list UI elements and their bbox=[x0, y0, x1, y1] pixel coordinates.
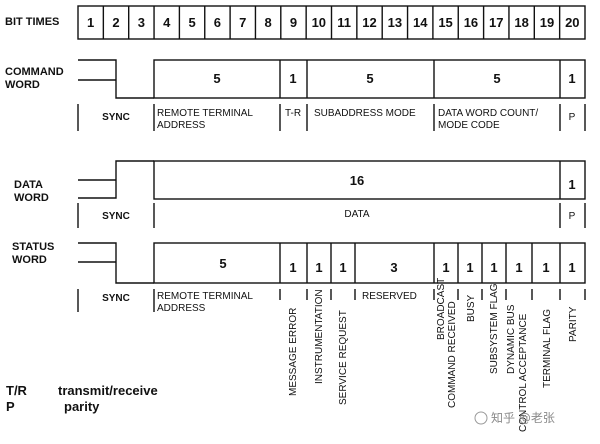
bit-number: 4 bbox=[163, 15, 171, 30]
command-tr-label: T-R bbox=[285, 108, 301, 119]
data-parity-label: P bbox=[569, 211, 576, 222]
status-dynamic-bus-label-line2: CONTROL ACCEPTANCE bbox=[518, 313, 529, 432]
status-parity-bits: 1 bbox=[568, 260, 575, 275]
status-sr-bits: 1 bbox=[339, 260, 346, 275]
bit-number: 15 bbox=[438, 15, 452, 30]
status-reserved-label: RESERVED bbox=[362, 291, 417, 302]
bit-number: 16 bbox=[464, 15, 478, 30]
status-sync-label: SYNC bbox=[102, 293, 130, 304]
legend-p-abbr: P bbox=[6, 399, 15, 414]
bit-number: 14 bbox=[413, 15, 428, 30]
status-bcr-bits: 1 bbox=[442, 260, 449, 275]
data-sync-waveform bbox=[78, 160, 154, 199]
bit-number: 13 bbox=[388, 15, 402, 30]
bit-number: 2 bbox=[112, 15, 119, 30]
status-message-error-label: MESSAGE ERROR bbox=[288, 308, 299, 396]
status-tf-bits: 1 bbox=[542, 260, 549, 275]
bit-number: 6 bbox=[214, 15, 221, 30]
bit-number: 18 bbox=[514, 15, 528, 30]
command-subaddress-bits: 5 bbox=[366, 71, 373, 86]
command-word-label-line1: COMMAND bbox=[5, 66, 64, 78]
command-tr-bits: 1 bbox=[289, 71, 296, 86]
data-bits: 16 bbox=[350, 173, 364, 188]
bit-number: 20 bbox=[565, 15, 579, 30]
status-word-label-line2: WORD bbox=[12, 254, 47, 266]
data-word-frame bbox=[153, 160, 586, 200]
command-count-label-line1: DATA WORD COUNT/ bbox=[438, 108, 538, 119]
legend-tr-text: transmit/receive bbox=[58, 383, 158, 398]
data-field-brackets bbox=[77, 203, 586, 228]
status-sync-waveform bbox=[78, 242, 154, 284]
command-rt-label-line1: REMOTE TERMINAL bbox=[157, 108, 253, 119]
status-reserved-bits: 3 bbox=[390, 260, 397, 275]
status-rt-label-line2: ADDRESS bbox=[157, 303, 206, 314]
bit-number: 7 bbox=[239, 15, 246, 30]
status-dynamic-bus-label-line1: DYNAMIC BUS bbox=[506, 304, 517, 374]
data-sync-label: SYNC bbox=[102, 211, 130, 222]
bit-number: 9 bbox=[290, 15, 297, 30]
data-label: DATA bbox=[344, 209, 370, 220]
command-rt-label-line2: ADDRESS bbox=[157, 120, 206, 131]
command-count-label-line2: MODE CODE bbox=[438, 120, 500, 131]
status-service-request-label: SERVICE REQUEST bbox=[338, 310, 349, 405]
status-word-frame bbox=[153, 242, 586, 284]
status-subsystem-flag-label: SUBSYSTEM FLAG bbox=[489, 283, 500, 374]
status-instrumentation-label: INSTRUMENTATION bbox=[314, 289, 325, 384]
command-parity-label: P bbox=[569, 112, 576, 123]
watermark-logo-icon bbox=[474, 411, 488, 425]
bit-number: 1 bbox=[87, 15, 94, 30]
bit-number: 17 bbox=[489, 15, 503, 30]
status-terminal-flag-label: TERMINAL FLAG bbox=[542, 309, 553, 388]
command-sync-waveform bbox=[78, 59, 154, 99]
status-busy-label: BUSY bbox=[466, 294, 477, 322]
bit-number: 19 bbox=[540, 15, 554, 30]
status-word-label-line1: STATUS bbox=[12, 241, 54, 253]
command-sync-label: SYNC bbox=[102, 112, 130, 123]
command-count-bits: 5 bbox=[493, 71, 500, 86]
legend-p-text: parity bbox=[64, 399, 100, 414]
bit-number: 10 bbox=[312, 15, 326, 30]
status-ssf-bits: 1 bbox=[490, 260, 497, 275]
status-rt-bits: 5 bbox=[219, 256, 226, 271]
status-busy-bits: 1 bbox=[466, 260, 473, 275]
command-parity-bits: 1 bbox=[568, 71, 575, 86]
command-word-label-line2: WORD bbox=[5, 79, 40, 91]
status-dbca-bits: 1 bbox=[515, 260, 522, 275]
bit-times-label: BIT TIMES bbox=[5, 16, 59, 28]
status-rt-label-line1: REMOTE TERMINAL bbox=[157, 291, 253, 302]
bit-number: 11 bbox=[337, 15, 351, 30]
status-me-bits: 1 bbox=[289, 260, 296, 275]
status-parity-label: PARITY bbox=[568, 306, 579, 342]
status-instr-bits: 1 bbox=[315, 260, 322, 275]
bit-number: 5 bbox=[188, 15, 195, 30]
command-subaddress-label: SUBADDRESS MODE bbox=[314, 108, 416, 119]
data-word-label-line2: WORD bbox=[14, 192, 49, 204]
status-field-brackets bbox=[77, 289, 586, 312]
command-field-brackets bbox=[77, 104, 586, 131]
command-word-frame bbox=[153, 59, 586, 99]
data-parity-bits: 1 bbox=[568, 177, 575, 192]
bit-number: 8 bbox=[265, 15, 272, 30]
status-broadcast-label-line2: COMMAND RECEIVED bbox=[447, 301, 458, 408]
watermark-text: 知乎 @老张 bbox=[491, 411, 555, 425]
bit-number: 12 bbox=[362, 15, 376, 30]
data-word-label-line1: DATA bbox=[14, 179, 43, 191]
status-broadcast-label-line1: BROADCAST bbox=[436, 278, 447, 340]
status-dividers bbox=[279, 243, 561, 283]
bit-number: 3 bbox=[138, 15, 145, 30]
command-rt-bits: 5 bbox=[213, 71, 220, 86]
legend-tr-abbr: T/R bbox=[6, 383, 28, 398]
watermark: 知乎 @老张 bbox=[474, 411, 555, 425]
